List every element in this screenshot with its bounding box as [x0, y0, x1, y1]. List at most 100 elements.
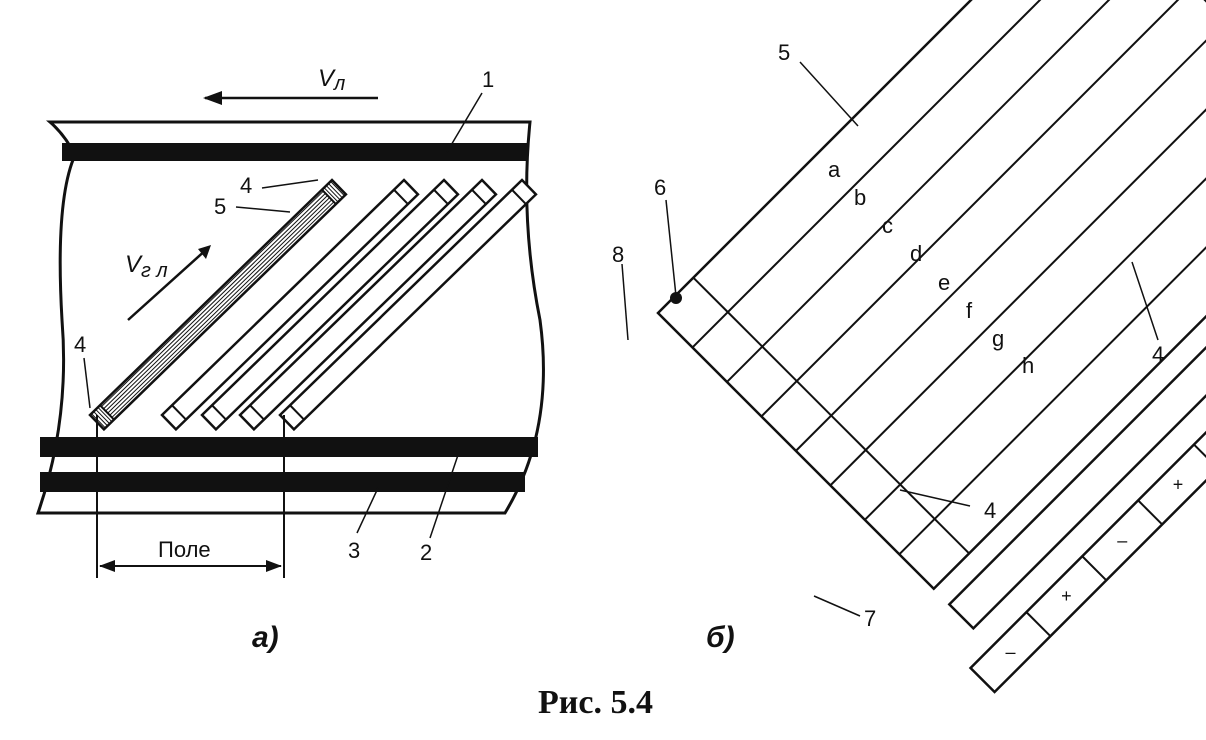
track-hatch: [111, 201, 335, 418]
control-sign: –: [1117, 530, 1127, 550]
track-end-cap: [289, 404, 305, 421]
tape-speed-arrowhead: [203, 91, 222, 105]
track-left-end: [830, 414, 867, 451]
panel-a-label: а): [252, 621, 279, 654]
callout-4-top-leader: [261, 179, 319, 189]
track-3: [40, 472, 525, 492]
callout-1: 1: [482, 67, 494, 92]
track-letter: e: [938, 270, 950, 295]
control-sign: +: [1061, 586, 1072, 606]
callout-2-leader: [429, 454, 459, 539]
control-cell-divider: [1081, 555, 1108, 581]
track-end-cap: [171, 404, 187, 421]
callout-7: 7: [864, 606, 876, 631]
track-letter: b: [854, 185, 866, 210]
control-cell-divider: [1025, 611, 1052, 637]
cap-hatch: [93, 411, 108, 427]
track-divider: [691, 0, 1159, 349]
track-left-end: [865, 449, 901, 486]
track-end-cap: [249, 404, 265, 421]
track-left-end: [727, 311, 764, 348]
track-end-cap: [393, 189, 409, 205]
track-divider: [864, 53, 1206, 521]
track-letter: g: [992, 326, 1004, 351]
tape-speed-label: Vл: [318, 65, 345, 95]
callout-7-leader: [813, 595, 861, 617]
diagonal-track: [200, 178, 460, 432]
panel-b-label: б): [706, 621, 735, 654]
track-block: –+–+–+–+: [656, 0, 1206, 694]
callout-8: 8: [612, 242, 624, 267]
callout-3-leader: [356, 487, 379, 534]
callout-5-a: 5: [214, 194, 226, 219]
track-divider: [795, 0, 1206, 452]
track-1-upper: [62, 143, 528, 161]
callout-4-right: 4: [1152, 342, 1164, 367]
track-hatch: [101, 190, 324, 408]
diagonal-tracks: [88, 178, 538, 432]
track-hatch: [105, 195, 328, 412]
callout-4-top: 4: [240, 173, 252, 198]
callout-1-leader: [446, 92, 483, 153]
track-letter: c: [882, 213, 893, 238]
diagonal-track: [88, 178, 348, 432]
control-sign: –: [1005, 642, 1015, 662]
cap-hatch: [95, 409, 111, 425]
diagonal-track: [238, 178, 498, 432]
track-end-cap: [511, 189, 527, 205]
panel-a-tape-diagram: Vл Vг л Поле 1 2 3 4 5 4 а): [35, 65, 545, 654]
callout-3: 3: [348, 538, 360, 563]
cap-hatch: [328, 183, 343, 199]
marker-point-6: [670, 292, 682, 304]
cap-hatch: [91, 413, 106, 429]
track-block-outline: [656, 0, 1206, 591]
track-divider: [898, 88, 1206, 556]
track-left-end: [796, 380, 832, 417]
track-left-end: [692, 276, 729, 313]
track-divider: [829, 19, 1206, 487]
track-letter: d: [910, 241, 922, 266]
field-arrow-right: [266, 560, 282, 572]
control-cell-divider: [1193, 443, 1206, 470]
head-speed-arrow: [127, 247, 209, 321]
head-speed-label: Vг л: [125, 251, 168, 282]
callout-5-leader: [235, 206, 291, 213]
control-track-8: [947, 151, 1206, 631]
track-divider: [760, 0, 1206, 418]
callout-2: 2: [420, 540, 432, 565]
callout-5-b: 5: [778, 40, 790, 65]
track-letter: f: [966, 298, 973, 323]
track-hatch: [107, 197, 330, 414]
track-hatch: [109, 199, 333, 416]
cap-hatch: [97, 406, 113, 423]
track-letter: h: [1022, 353, 1034, 378]
track-divider: [726, 0, 1193, 383]
track-end-cap: [433, 189, 449, 205]
track-left-end: [933, 518, 970, 555]
callout-5b-leader: [799, 61, 859, 127]
callout-4-bottom: 4: [984, 498, 996, 523]
track-letter: a: [828, 157, 841, 182]
track-end-cap: [211, 404, 227, 421]
control-sign: +: [1173, 474, 1184, 494]
cap-hatch: [325, 185, 341, 201]
callout-4-left: 4: [74, 332, 86, 357]
track-2: [40, 437, 538, 457]
figure-caption: Рис. 5.4: [538, 684, 653, 721]
field-arrow-left: [99, 560, 115, 572]
cap-hatch: [330, 181, 345, 197]
callout-4-bottom-leader: [899, 489, 971, 507]
cap-hatch: [323, 187, 339, 203]
callout-4-left-leader: [83, 357, 91, 409]
callout-6: 6: [654, 175, 666, 200]
callout-6-leader: [665, 199, 677, 297]
diagonal-track: [160, 178, 420, 432]
track-end-cap: [471, 189, 487, 205]
callout-8-leader: [621, 263, 629, 341]
diagonal-track: [278, 178, 538, 432]
head-speed-arrowhead: [198, 245, 211, 259]
track-end-cap: [321, 189, 337, 205]
